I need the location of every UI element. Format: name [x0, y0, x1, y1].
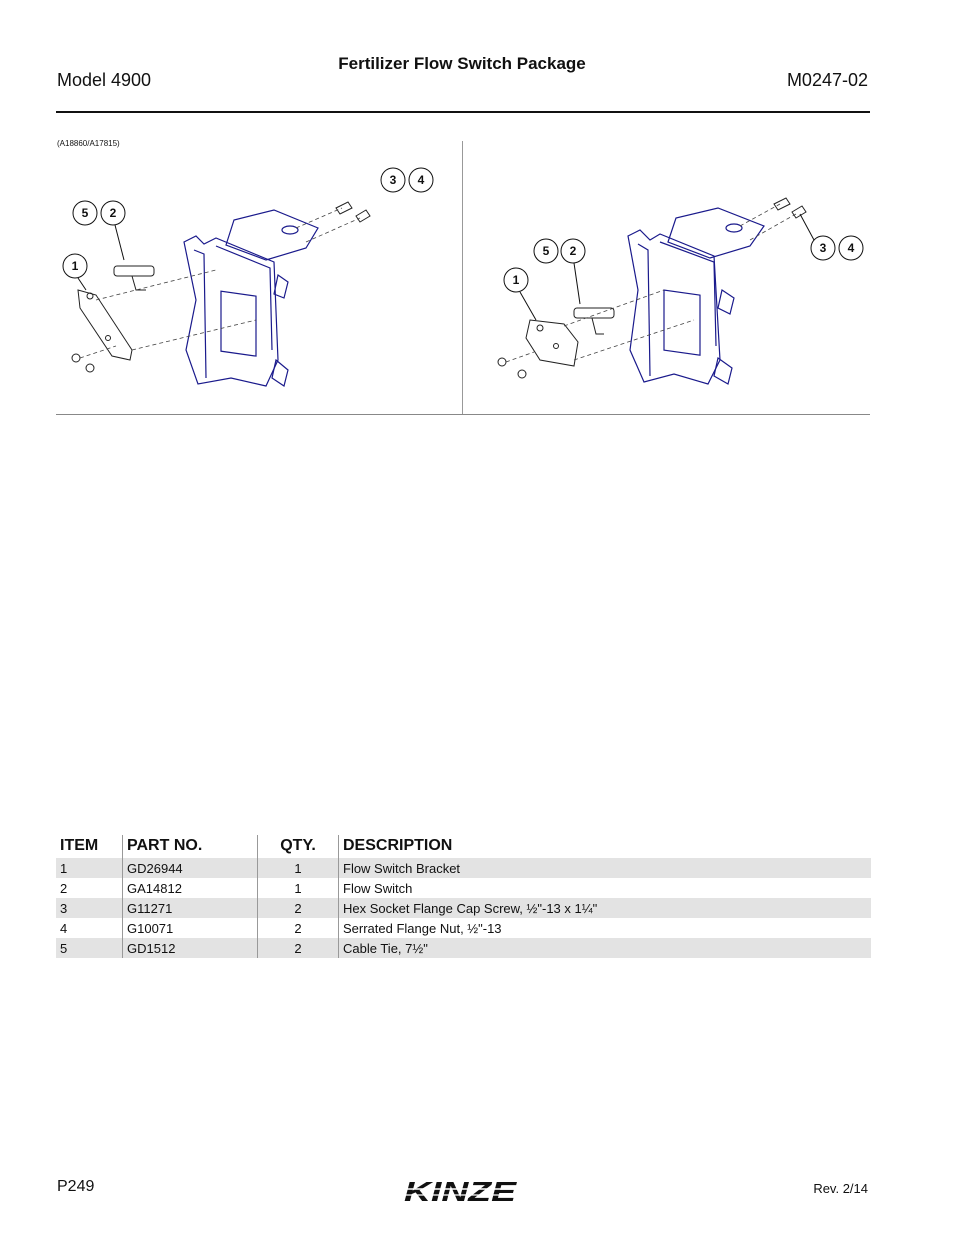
cell-qty: 1	[257, 858, 339, 878]
cell-item: 2	[60, 880, 68, 896]
table-header-row: ITEM PART NO. QTY. DESCRIPTION	[56, 835, 871, 858]
header-rule	[56, 111, 870, 113]
cell-part-no: GD26944	[122, 858, 258, 878]
figure-divider	[462, 141, 463, 414]
callout-right-2: 2	[570, 244, 577, 258]
callout-right-3: 3	[820, 241, 827, 255]
callout-left-3: 3	[390, 173, 397, 187]
col-header-description: DESCRIPTION	[338, 835, 871, 858]
cell-description: Flow Switch	[338, 878, 871, 898]
cell-item: 5	[56, 938, 123, 958]
table-row: 3 G11271 2 Hex Socket Flange Cap Screw, …	[56, 898, 871, 918]
cell-qty: 2	[257, 938, 339, 958]
assembly-illustration-right: 5 2 1 3 4	[497, 197, 864, 385]
callout-right-5: 5	[543, 244, 550, 258]
cell-qty: 2	[257, 918, 339, 938]
page-number: P249	[57, 1178, 95, 1195]
cell-item: 4	[60, 920, 68, 936]
cell-item: 3	[56, 898, 123, 918]
callout-left-2: 2	[110, 206, 117, 220]
callout-right-1: 1	[513, 273, 520, 287]
callout-left-4: 4	[418, 173, 425, 187]
callout-left-1: 1	[72, 259, 79, 273]
cell-part-no: GA14812	[122, 878, 258, 898]
figure-reference: (A18860/A17815)	[57, 139, 120, 148]
table-row: 2 GA14812 1 Flow Switch	[56, 878, 871, 898]
col-header-qty: QTY.	[257, 835, 339, 858]
logo-wordmark: KINZE	[404, 1176, 518, 1207]
cell-qty: 2	[257, 898, 339, 918]
callout-left-5: 5	[82, 206, 89, 220]
parts-table: ITEM PART NO. QTY. DESCRIPTION 1 GD26944…	[56, 835, 871, 958]
assembly-illustration-left: 5 2 1 3 4	[62, 167, 434, 387]
cell-description: Hex Socket Flange Cap Screw, ½"-13 x 1¼"	[338, 898, 871, 918]
kinze-logo: KINZE	[404, 1176, 518, 1207]
callout-right-4: 4	[848, 241, 855, 255]
cell-qty: 1	[257, 878, 339, 898]
revision-label: Rev. 2/14	[813, 1181, 868, 1196]
table-row: 5 GD1512 2 Cable Tie, 7½"	[56, 938, 871, 958]
table-row: 1 GD26944 1 Flow Switch Bracket	[56, 858, 871, 878]
figure-rule	[56, 414, 870, 415]
cell-item: 1	[56, 858, 123, 878]
cell-part-no: G10071	[122, 918, 258, 938]
cell-part-no: GD1512	[122, 938, 258, 958]
cell-part-no: G11271	[122, 898, 258, 918]
table-row: 4 G10071 2 Serrated Flange Nut, ½"-13	[56, 918, 871, 938]
page-title: Fertilizer Flow Switch Package	[338, 54, 586, 73]
cell-description: Flow Switch Bracket	[338, 858, 871, 878]
model-label: Model 4900	[57, 70, 152, 90]
cell-description: Serrated Flange Nut, ½"-13	[338, 918, 871, 938]
cell-description: Cable Tie, 7½"	[338, 938, 871, 958]
col-header-item: ITEM	[60, 837, 99, 854]
document-number: M0247-02	[786, 70, 868, 90]
col-header-part-no: PART NO.	[122, 835, 258, 858]
